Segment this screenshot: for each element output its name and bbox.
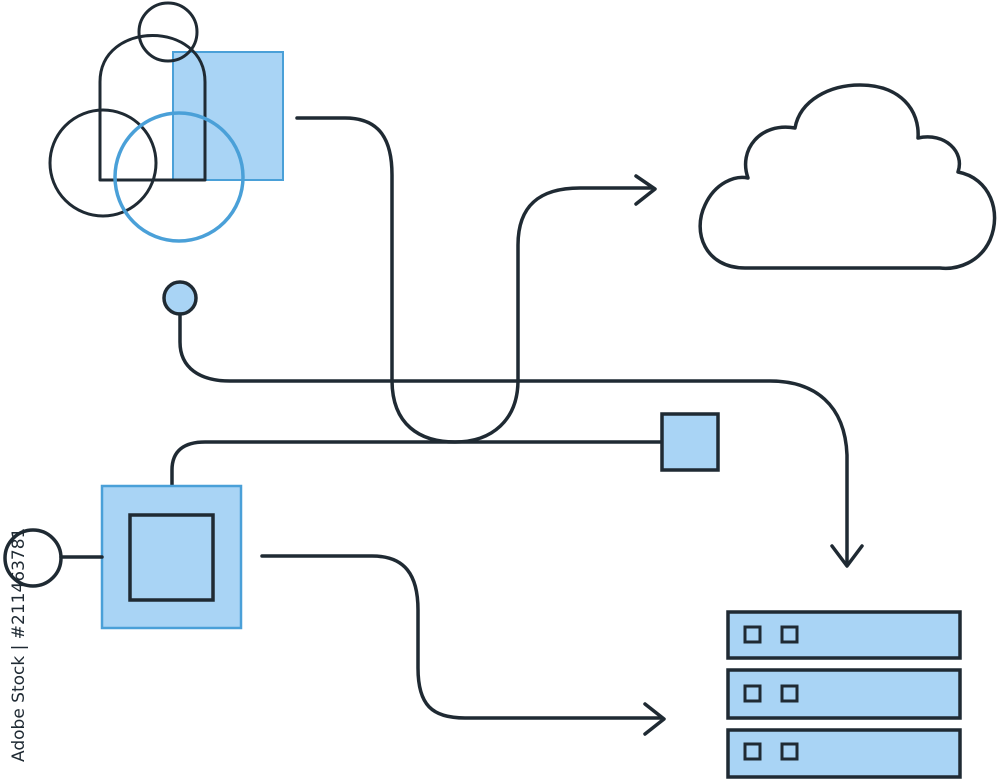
user-icon	[48, 1, 284, 243]
user-head	[137, 1, 199, 63]
small-node-icon	[162, 280, 198, 316]
stock-watermark-id: Adobe Stock | #211463781	[9, 527, 29, 763]
user-circle-accent	[113, 111, 245, 243]
cloud-arrowhead	[634, 174, 657, 206]
server-rack-icon	[726, 610, 962, 779]
server-unit-2	[726, 668, 962, 720]
cloud-icon	[698, 83, 997, 271]
device-to-square-connector	[170, 440, 664, 488]
device-to-server-connector	[260, 554, 662, 720]
node-to-server-connector	[178, 312, 849, 564]
server-right-arrowhead	[643, 702, 666, 736]
server-unit-1	[726, 610, 962, 660]
user-body-outline	[98, 34, 207, 182]
user-circle-left	[48, 108, 158, 218]
user-accent-panel	[172, 51, 284, 181]
user-to-cloud-connector	[295, 116, 654, 444]
small-square-node	[660, 412, 720, 472]
server-down-arrowhead	[830, 544, 864, 568]
server-unit-3	[726, 728, 962, 779]
device-inner	[128, 513, 215, 602]
device-chip-icon	[100, 484, 243, 630]
